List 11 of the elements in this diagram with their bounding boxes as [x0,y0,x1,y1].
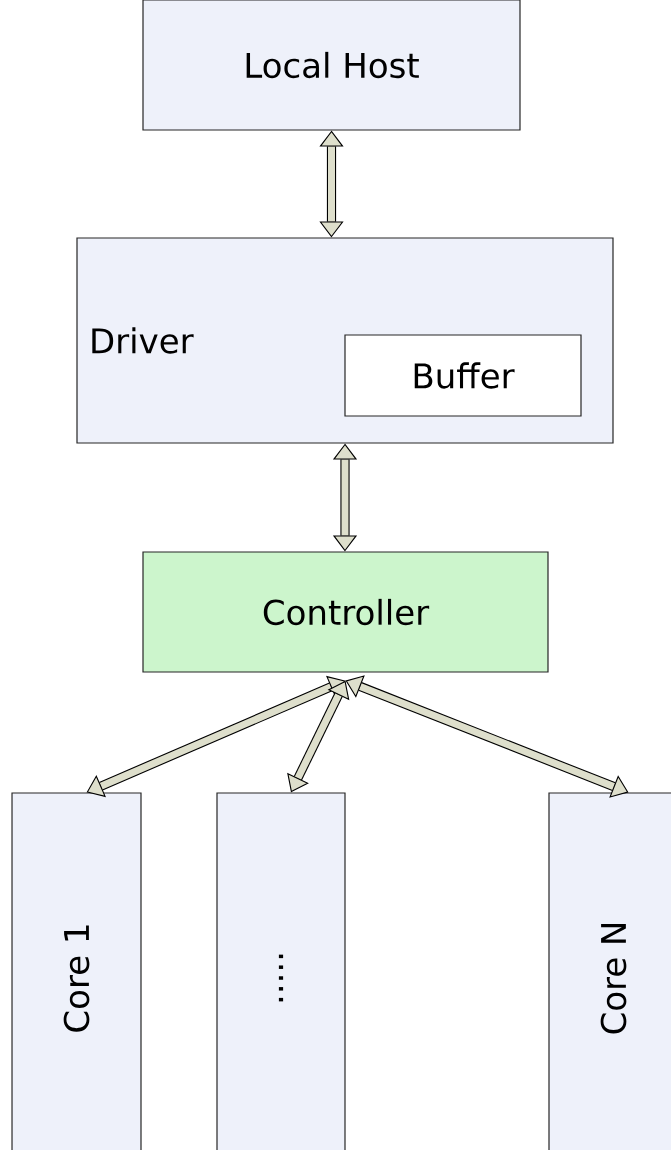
host-box: Local Host [142,0,521,131]
core-box: Core 1 [11,792,142,1150]
double-arrow [287,680,350,793]
core-box: ..... [216,792,346,1150]
double-arrow [332,443,358,552]
controller-box: Controller [142,551,549,673]
double-arrow [86,675,346,798]
double-arrow [319,130,344,238]
core-box: Core N [548,792,671,1150]
double-arrow [345,675,629,798]
buffer-box: Buffer [344,334,582,417]
